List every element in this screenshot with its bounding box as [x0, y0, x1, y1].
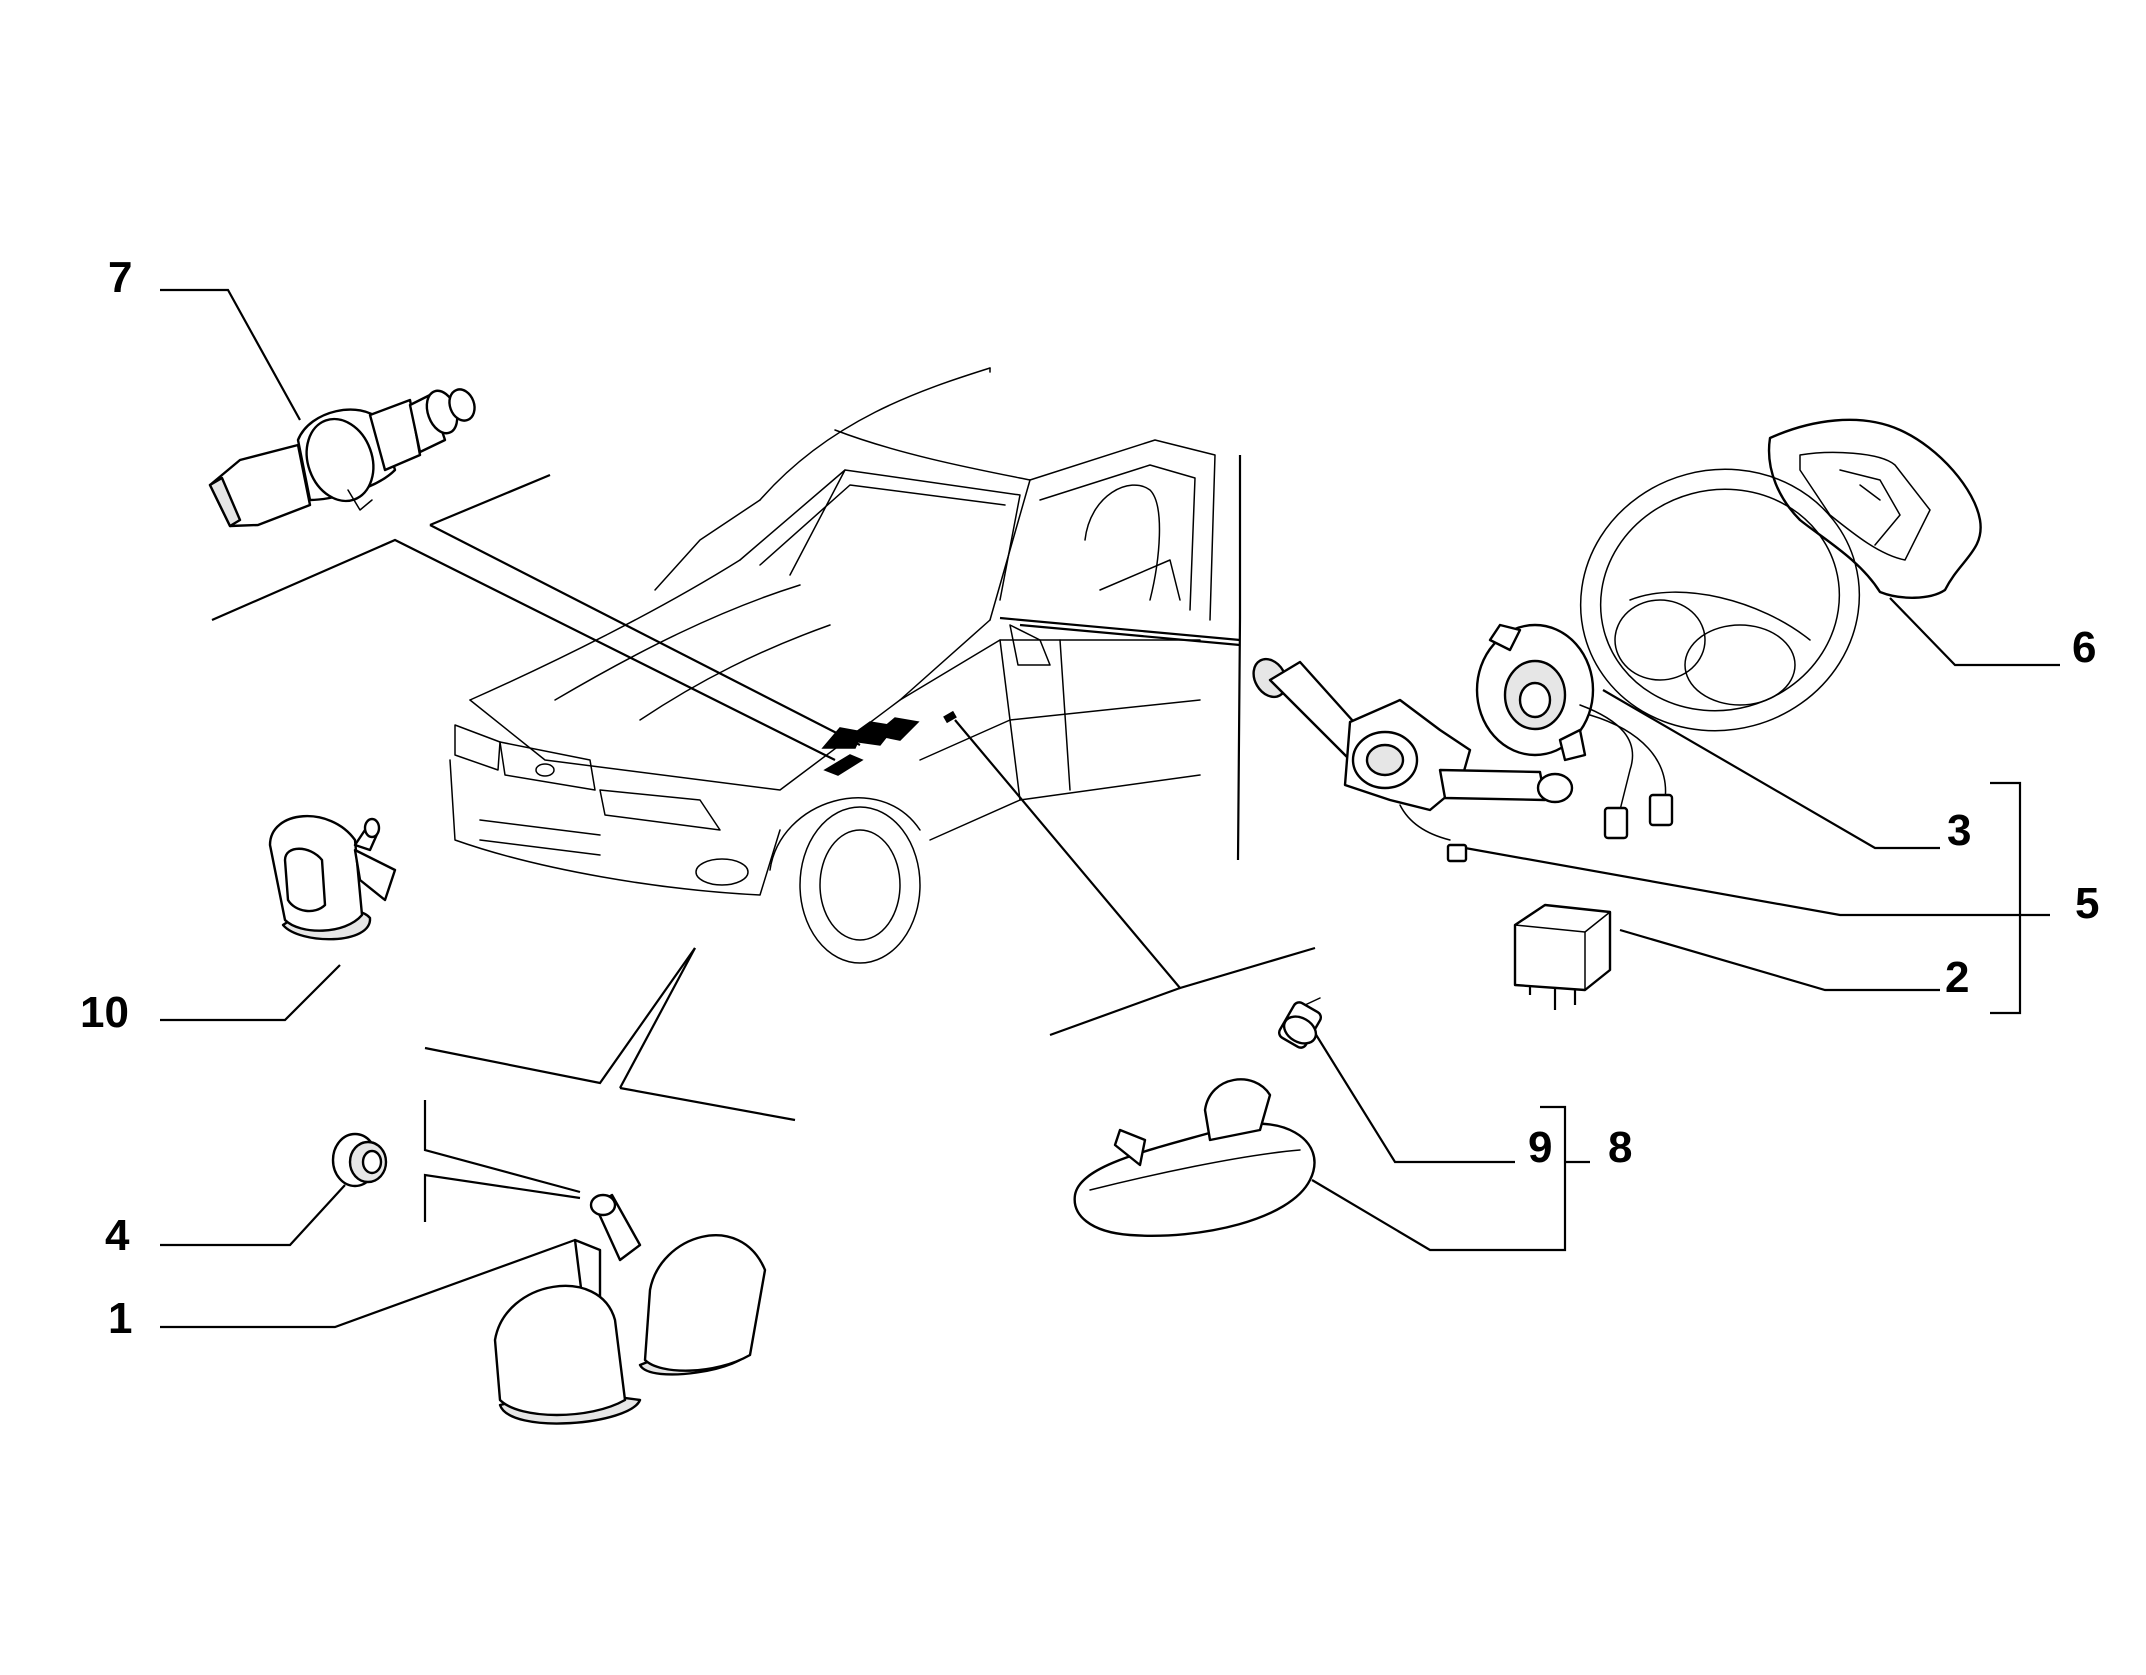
airbag-cover [1767, 418, 1982, 599]
callout-3: 3 [1947, 806, 1971, 855]
callout-4: 4 [105, 1211, 130, 1260]
bulb [1278, 997, 1322, 1049]
fuse-box-location [821, 710, 957, 776]
single-horn [268, 815, 397, 941]
callout-6: 6 [2072, 623, 2096, 672]
callout-2: 2 [1945, 953, 1969, 1002]
callout-1: 1 [108, 1294, 132, 1343]
callout-8: 8 [1608, 1123, 1632, 1172]
side-repeater-lamp [1073, 1078, 1316, 1237]
car-overview [449, 367, 1216, 964]
callout-10: 10 [80, 988, 129, 1037]
callout-9: 9 [1528, 1123, 1552, 1172]
relay [1513, 903, 1612, 1010]
callout-5: 5 [2075, 879, 2099, 928]
twin-horn [493, 1193, 767, 1425]
clock-spring [1475, 623, 1674, 840]
horn-grommet [331, 1132, 388, 1188]
brake-light-switch [208, 388, 476, 528]
steering-wheel [1579, 468, 1861, 732]
callout-labels: 7 6 3 5 2 9 8 10 4 1 [80, 253, 2099, 1343]
steering-column-switch [1252, 657, 1574, 863]
callout-7: 7 [108, 253, 132, 302]
leader-lines [160, 288, 2060, 1329]
